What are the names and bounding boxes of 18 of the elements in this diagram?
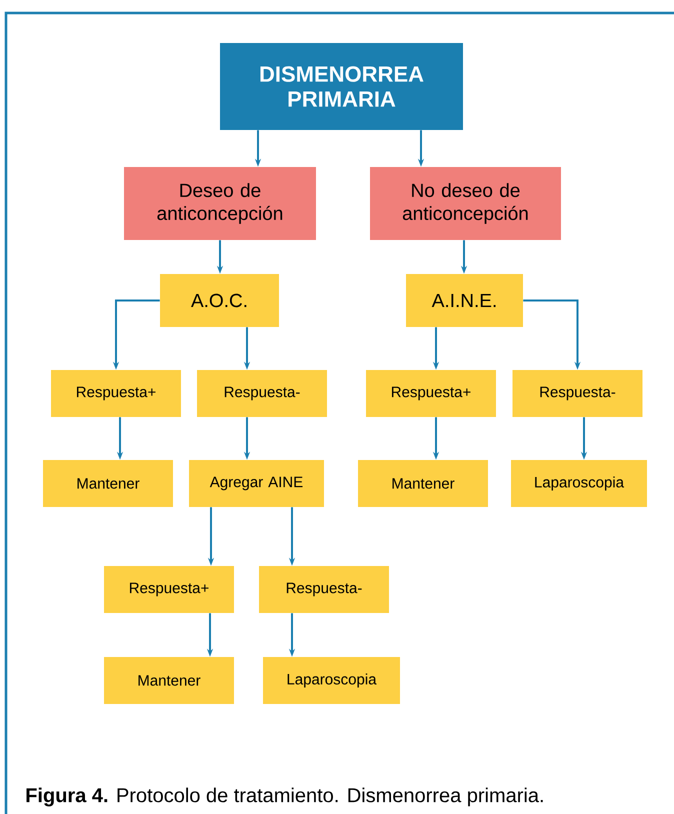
step-box: Respuesta- [512, 370, 642, 417]
step-box: Respuesta+ [104, 566, 234, 613]
step-box: Respuesta- [259, 566, 389, 613]
step-box: Laparoscopia [511, 460, 647, 507]
step-box: Respuesta- [197, 370, 327, 417]
step-box: Respuesta+ [51, 370, 181, 417]
treatment-box: A.O.C. [160, 274, 279, 327]
step-box: Agregar AINE [189, 460, 324, 507]
treatment-box: A.I.N.E. [406, 274, 523, 327]
condition-box: No deseo de anticoncepción [370, 167, 561, 240]
condition-box: Deseo de anticoncepción [124, 167, 316, 240]
step-box: Mantener [43, 460, 173, 507]
step-box: Mantener [104, 657, 234, 704]
step-box: Respuesta+ [366, 370, 496, 417]
heading-box: DISMENORREA PRIMARIA [220, 43, 463, 130]
step-box: Mantener [358, 460, 488, 507]
figure-caption: Figura 4. Protocolo de tratamiento. Dismenorrea primaria. [26, 788, 543, 806]
step-box: Laparoscopia [263, 657, 400, 704]
